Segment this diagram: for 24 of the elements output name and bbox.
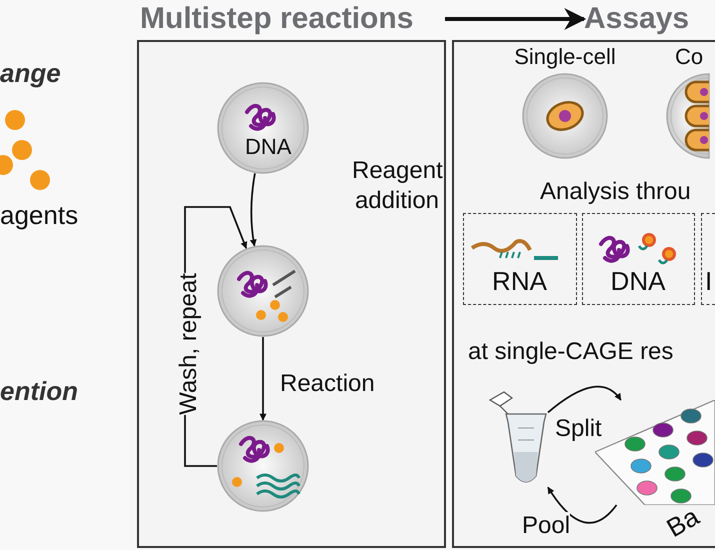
arrow [260, 337, 266, 421]
dashed-box [582, 213, 695, 305]
box-label: DNA [610, 266, 666, 297]
arrow [250, 173, 257, 246]
dashed-box [463, 213, 577, 305]
section-heading: Multistep reactions [140, 0, 445, 38]
arrow [547, 486, 618, 524]
text-label: Analysis throu [540, 178, 691, 206]
arrow [445, 8, 586, 30]
panel-frame [137, 40, 446, 548]
side-heading: ention [0, 376, 78, 407]
box-label: RNA [491, 266, 548, 297]
dashed-box [701, 213, 715, 305]
droplet-heading: Co [675, 44, 704, 70]
text-label: at single-CAGE res [468, 338, 674, 366]
panel-frame [452, 40, 715, 548]
side-heading: ange [0, 58, 61, 89]
droplet-label: DNA [245, 134, 292, 160]
plate-caption: Ba [661, 501, 704, 544]
text-label: agents [0, 200, 78, 231]
droplet-heading: Single-cell [513, 44, 617, 70]
section-heading: Assays [584, 0, 715, 38]
arrow [547, 386, 622, 414]
box-label: I [705, 266, 712, 297]
